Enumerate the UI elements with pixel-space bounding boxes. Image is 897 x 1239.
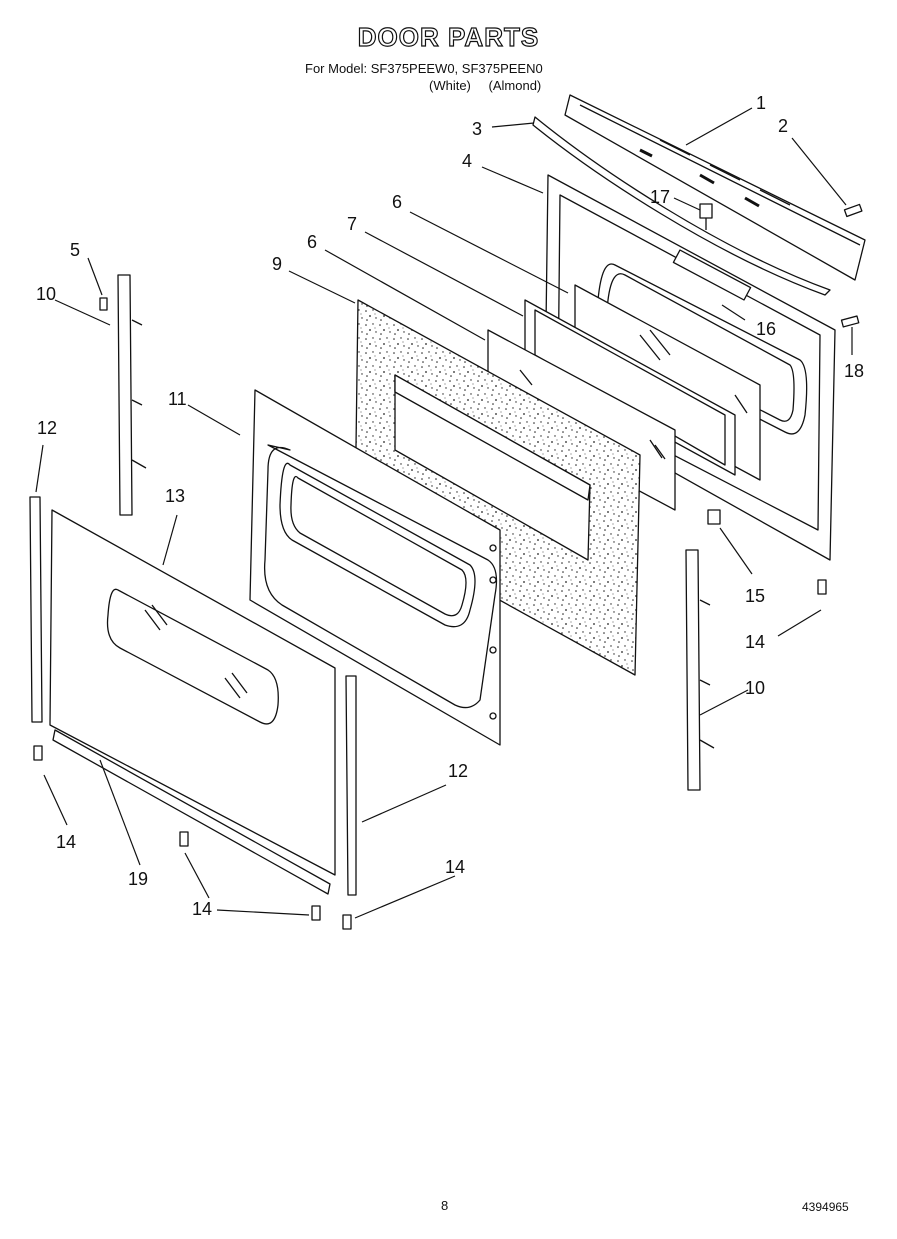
bottom-trim <box>52 729 331 895</box>
callout-label: 5 <box>70 240 80 260</box>
leader-lines <box>35 107 853 919</box>
door-inner-panel <box>249 389 501 746</box>
clip-15 <box>707 509 721 525</box>
callout-label: 13 <box>165 486 185 506</box>
callout-label: 2 <box>778 116 788 136</box>
callout-label: 7 <box>347 214 357 234</box>
callout-label: 14 <box>56 832 76 852</box>
right-side-trim <box>345 675 357 896</box>
screw-2 <box>843 203 863 218</box>
bracket-16 <box>672 249 752 301</box>
screw-5 <box>99 297 108 311</box>
callout-label: 11 <box>168 389 187 409</box>
screw-14 <box>33 745 43 761</box>
callout-label: 15 <box>745 586 765 606</box>
callout-label: 16 <box>756 319 776 339</box>
callout-label: 19 <box>128 869 148 889</box>
callout-label: 4 <box>462 151 472 171</box>
screw-14 <box>311 905 321 921</box>
callout-label: 12 <box>448 761 468 781</box>
screw-18 <box>840 315 860 328</box>
callout-label: 10 <box>36 284 56 304</box>
screw-14 <box>342 914 352 930</box>
page-title: DOOR PARTS <box>357 21 540 52</box>
model-variants: (White) (Almond) <box>305 77 543 94</box>
outer-door-glass <box>49 509 336 876</box>
model-info: For Model: SF375PEEW0, SF375PEEN0 (White… <box>305 60 543 94</box>
screw-17 <box>699 203 713 230</box>
callout-label: 6 <box>307 232 317 252</box>
document-number: 4394965 <box>802 1200 849 1214</box>
curved-trim-strip <box>532 116 831 296</box>
callout-label: 3 <box>472 119 482 139</box>
callout-label: 14 <box>192 899 212 919</box>
left-side-trim <box>29 496 43 723</box>
callout-label: 18 <box>844 361 864 381</box>
callout-label: 17 <box>650 187 670 207</box>
variant-almond: (Almond) <box>488 78 542 93</box>
callout-label: 10 <box>745 678 765 698</box>
left-hinge-channel <box>117 274 147 516</box>
callout-label: 12 <box>37 418 57 438</box>
glass-spacer-frame <box>524 299 736 476</box>
callout-labels: 1 2 3 4 17 6 16 18 7 6 9 5 10 11 12 13 1… <box>36 93 864 919</box>
page-number: 8 <box>441 1198 449 1213</box>
screw-14 <box>817 579 827 595</box>
variant-white: (White) <box>429 78 471 93</box>
model-line: For Model: SF375PEEW0, SF375PEEN0 <box>305 61 543 76</box>
callout-label: 9 <box>272 254 282 274</box>
callout-label: 6 <box>392 192 402 212</box>
top-vent-trim <box>564 94 866 281</box>
right-hinge-channel <box>685 549 715 791</box>
screw-14 <box>179 831 189 847</box>
callout-label: 14 <box>445 857 465 877</box>
callout-label: 1 <box>756 93 766 113</box>
callout-label: 14 <box>745 632 765 652</box>
door-insulation <box>354 299 641 676</box>
